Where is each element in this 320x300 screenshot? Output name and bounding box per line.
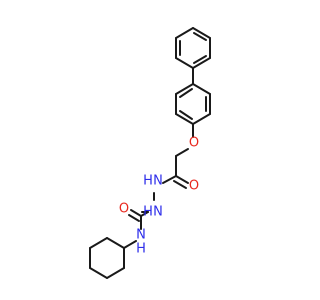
atom-label-carbonyl-o2: O xyxy=(119,202,129,217)
atom-label-ether-o: O xyxy=(189,136,199,151)
phenyl-ring-top xyxy=(175,27,211,69)
bond xyxy=(106,237,125,249)
bond-double xyxy=(128,214,140,222)
bond xyxy=(162,175,177,184)
bond-double xyxy=(173,180,187,189)
atom-label-ether-o-text: O xyxy=(189,136,199,151)
atom-label-nh2-h: H xyxy=(143,205,153,220)
bond xyxy=(175,175,189,184)
atom-label-nh3-n: N xyxy=(136,228,146,243)
bond-double-inner xyxy=(193,32,207,41)
bond xyxy=(175,57,194,69)
bond-double-inner xyxy=(193,55,207,64)
atom-label-nh2: H N xyxy=(143,205,163,220)
bond xyxy=(192,27,211,39)
molecule-structure: O O H N H N O N H xyxy=(89,27,211,279)
bond xyxy=(123,240,137,249)
bond xyxy=(140,211,149,217)
atom-label-nh1-h: H xyxy=(143,174,153,189)
bond xyxy=(192,113,211,125)
bond xyxy=(175,83,194,95)
bond xyxy=(175,113,194,125)
cyclohexane-ring xyxy=(89,237,125,279)
bond xyxy=(106,267,125,279)
atom-label-nh1-n: N xyxy=(153,174,163,189)
bond xyxy=(89,267,108,279)
bond xyxy=(192,57,211,69)
atom-label-nh3: N H xyxy=(136,228,146,257)
bond xyxy=(175,148,189,157)
atom-label-nh1: H N xyxy=(143,174,163,189)
phenyl-ring-bottom xyxy=(175,83,211,125)
atom-label-carbonyl-o2-text: O xyxy=(119,202,129,217)
atom-label-carbonyl-o1: O xyxy=(189,179,199,194)
atom-label-carbonyl-o1-text: O xyxy=(189,179,199,194)
bond xyxy=(175,27,194,39)
atom-label-nh2-n: N xyxy=(153,205,163,220)
bond xyxy=(89,237,108,249)
bond xyxy=(192,83,211,95)
bond-double-inner xyxy=(179,110,193,120)
bond-double-inner xyxy=(179,88,193,98)
bond xyxy=(130,209,142,217)
atom-label-nh3-h: H xyxy=(136,242,146,257)
